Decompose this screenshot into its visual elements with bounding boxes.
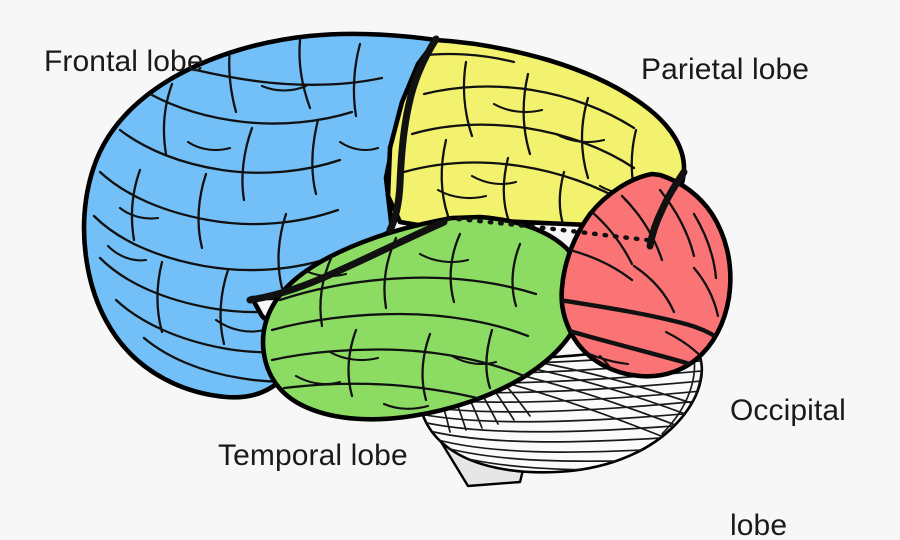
parieto-temporal-dotted-line [445, 215, 659, 244]
parietal-lobe-region[interactable] [385, 37, 687, 232]
temporal-lobe-label: Temporal lobe [218, 439, 408, 472]
occipital-lobe-label: Occipital lobe [730, 315, 846, 540]
lateral-fissure-line [246, 218, 448, 304]
occipital-sulci [561, 188, 731, 377]
occipital-lobe-label-line2: lobe [730, 508, 788, 540]
parieto-occipital-line [646, 168, 688, 250]
frontal-lobe-region[interactable] [81, 31, 439, 400]
occipital-lobe-label-line1: Occipital [730, 393, 846, 427]
frontal-lobe-label: Frontal lobe [44, 45, 204, 78]
lobe-boundaries [246, 35, 688, 304]
occipital-lobe-region[interactable] [559, 171, 733, 380]
parietal-lobe-label: Parietal lobe [641, 53, 810, 86]
central-sulcus-line [386, 35, 440, 234]
